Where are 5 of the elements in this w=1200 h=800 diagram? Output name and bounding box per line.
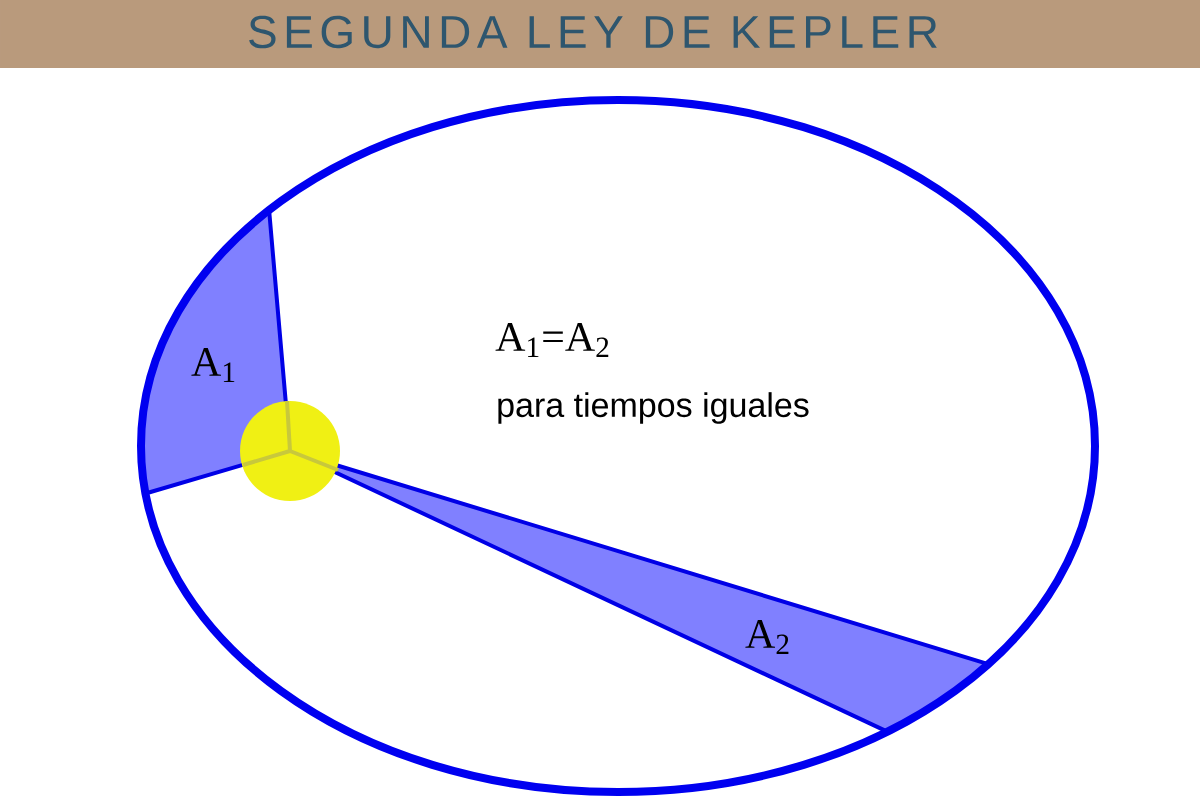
title-banner: SEGUNDA LEY DE KEPLER [0, 0, 1200, 68]
area-label: para tiempos iguales [498, 392, 809, 424]
area-label: A$_{2}$ [745, 620, 789, 654]
area-label: A$_{1}$=A$_{2}$ [495, 323, 609, 357]
area-label: A$_{1}$ [191, 348, 235, 382]
